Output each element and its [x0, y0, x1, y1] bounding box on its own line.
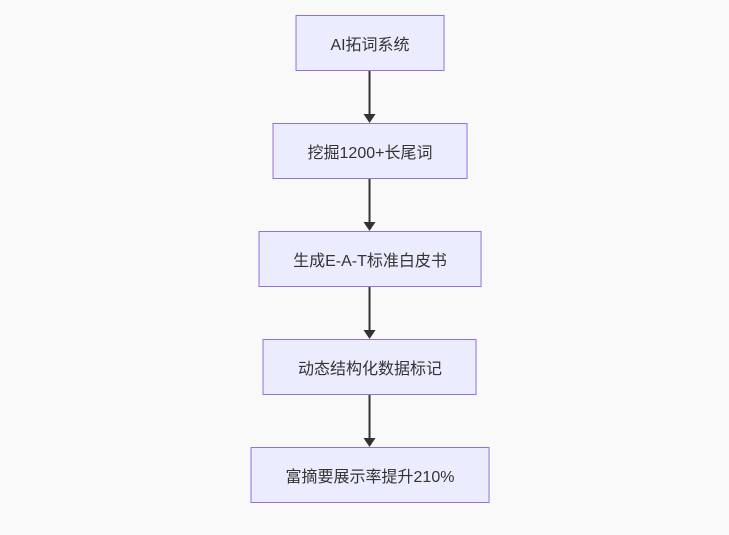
arrow-shaft [369, 287, 371, 331]
arrowhead-down-icon [364, 222, 376, 231]
flow-node-label: 富摘要展示率提升210% [285, 469, 455, 486]
flow-arrow-down [364, 71, 376, 123]
flow-node-eat-whitepaper: 生成E-A-T标准白皮书 [258, 231, 482, 287]
arrow-shaft [369, 179, 371, 223]
flow-node-label: 挖掘1200+长尾词 [307, 145, 433, 162]
flow-node-rich-snippet-uplift: 富摘要展示率提升210% [250, 447, 490, 503]
flow-arrow-down [364, 395, 376, 447]
flow-node-label: AI拓词系统 [330, 37, 410, 54]
flow-arrow-down [364, 287, 376, 339]
arrowhead-down-icon [364, 114, 376, 123]
flow-node-ai-keyword-system: AI拓词系统 [295, 15, 445, 71]
flow-arrow-down [364, 179, 376, 231]
flow-node-longtail-mining: 挖掘1200+长尾词 [272, 123, 468, 179]
flow-node-label: 生成E-A-T标准白皮书 [293, 253, 447, 270]
flowchart: AI拓词系统 挖掘1200+长尾词 生成E-A-T标准白皮书 动态结构化数据标记 [250, 15, 490, 503]
flow-node-structured-data-markup: 动态结构化数据标记 [262, 339, 477, 395]
flow-node-label: 动态结构化数据标记 [297, 361, 442, 378]
arrow-shaft [369, 395, 371, 439]
arrowhead-down-icon [364, 438, 376, 447]
arrow-shaft [369, 71, 371, 115]
arrowhead-down-icon [364, 330, 376, 339]
